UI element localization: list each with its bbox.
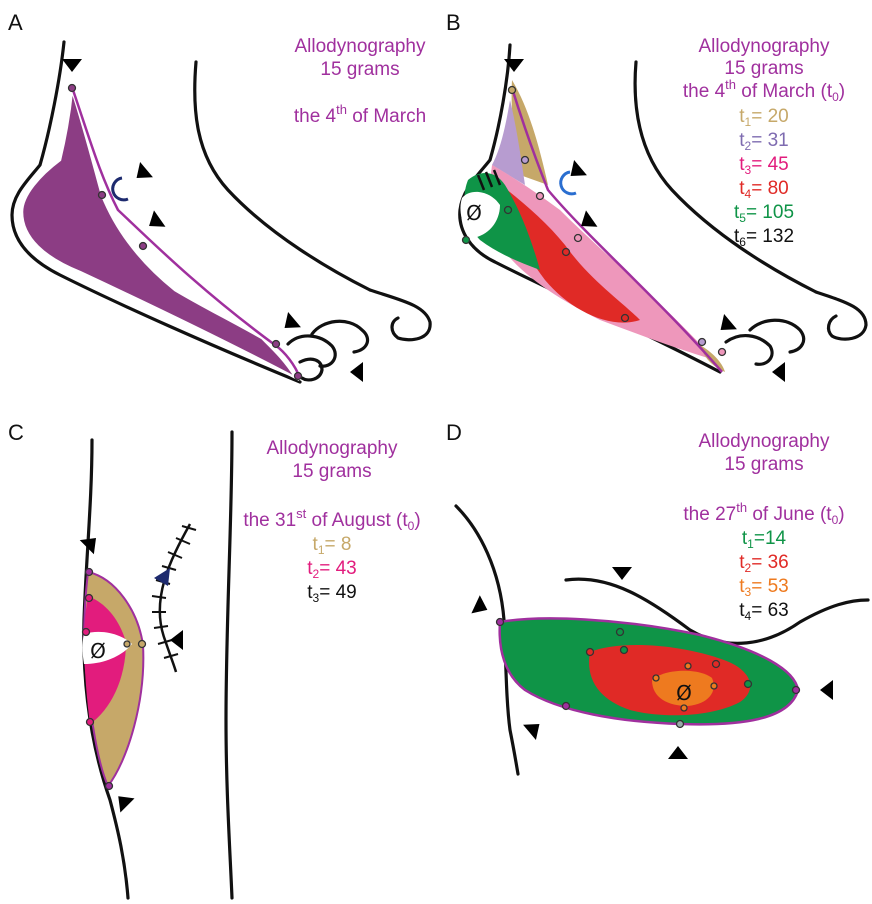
label-date: the 27th of June (t0) [683,500,844,527]
timepoint-label: t2= 31 [739,130,788,153]
arrow-icon [820,680,848,700]
arrow-icon [62,44,82,72]
arrow-icon [575,202,609,234]
panel-a: A Allodynography 15 grams the 4th of Mar… [8,10,430,382]
label-title: Allodynography [295,36,426,57]
semicircle-marker-icon [113,178,128,200]
toe-outline [816,292,866,339]
label-title: Allodynography [699,431,830,452]
arrow-icon [143,202,177,234]
arrow-icon [278,302,312,335]
panel-d-label: Allodynography 15 grams the 27th of June… [683,431,844,623]
label-force: 15 grams [292,461,371,482]
arrow-icon [458,589,492,619]
arrow-icon [612,552,632,580]
arrow-icon [564,150,598,183]
arrow-icon [772,362,800,382]
empty-set-icon: Ø [90,639,106,663]
toe-outline [300,359,322,380]
timepoint-label: t3= 53 [739,576,788,599]
timepoint-label: t4= 63 [739,600,788,623]
arrow-icon [668,746,688,774]
panel-letter-b: B [446,10,461,35]
label-force: 15 grams [724,58,803,79]
allodynia-area [22,90,296,378]
arrow-icon [170,630,198,650]
toe-outline [726,336,772,365]
toe-outline [288,336,335,366]
timepoint-label: t1= 8 [313,534,352,557]
empty-set-icon: Ø [466,201,482,225]
panel-letter-a: A [8,10,23,35]
toe-outline [370,290,430,340]
arrow-icon [512,716,546,749]
label-force: 15 grams [320,59,399,80]
label-date: the 31st of August (t0) [243,506,420,533]
triangle-marker-icon [154,568,170,586]
timepoint-label: t3= 45 [739,154,788,177]
panel-c: C Ø Allodynography 15 gram [8,420,421,898]
panel-b-label: Allodynography 15 grams the 4th of March… [683,36,845,249]
label-date: the 4th of March [294,102,426,127]
timepoint-label: t4= 80 [739,178,788,201]
front-leg-outline [195,62,370,290]
empty-set-icon: Ø [676,681,692,705]
arrow-icon [111,789,145,823]
arrow-icon [130,152,164,185]
panel-a-label: Allodynography 15 grams the 4th of March [294,36,426,127]
panel-letter-d: D [446,420,462,445]
timepoint-label: t3= 49 [307,582,356,605]
limb-outline [226,432,232,898]
timepoint-label: t1= 20 [739,106,788,129]
toe-outline [750,320,804,352]
label-title: Allodynography [267,438,398,459]
timepoint-label: t1=14 [742,528,787,551]
timepoint-label: t2= 43 [307,558,356,581]
panel-b: B Ø [446,10,866,382]
panel-d: D Ø Allodynography 15 g [446,420,868,774]
timepoint-label: t6= 132 [734,226,794,249]
panel-letter-c: C [8,420,24,445]
timepoint-label: t2= 36 [739,552,788,575]
label-date: the 4th of March (t0) [683,77,845,104]
label-title: Allodynography [699,36,830,57]
label-force: 15 grams [724,454,803,475]
timepoint-label: t5= 105 [734,202,794,225]
panel-c-label: Allodynography 15 grams the 31st of Augu… [243,438,420,605]
arrow-icon [714,304,748,337]
arrow-icon [350,362,378,382]
